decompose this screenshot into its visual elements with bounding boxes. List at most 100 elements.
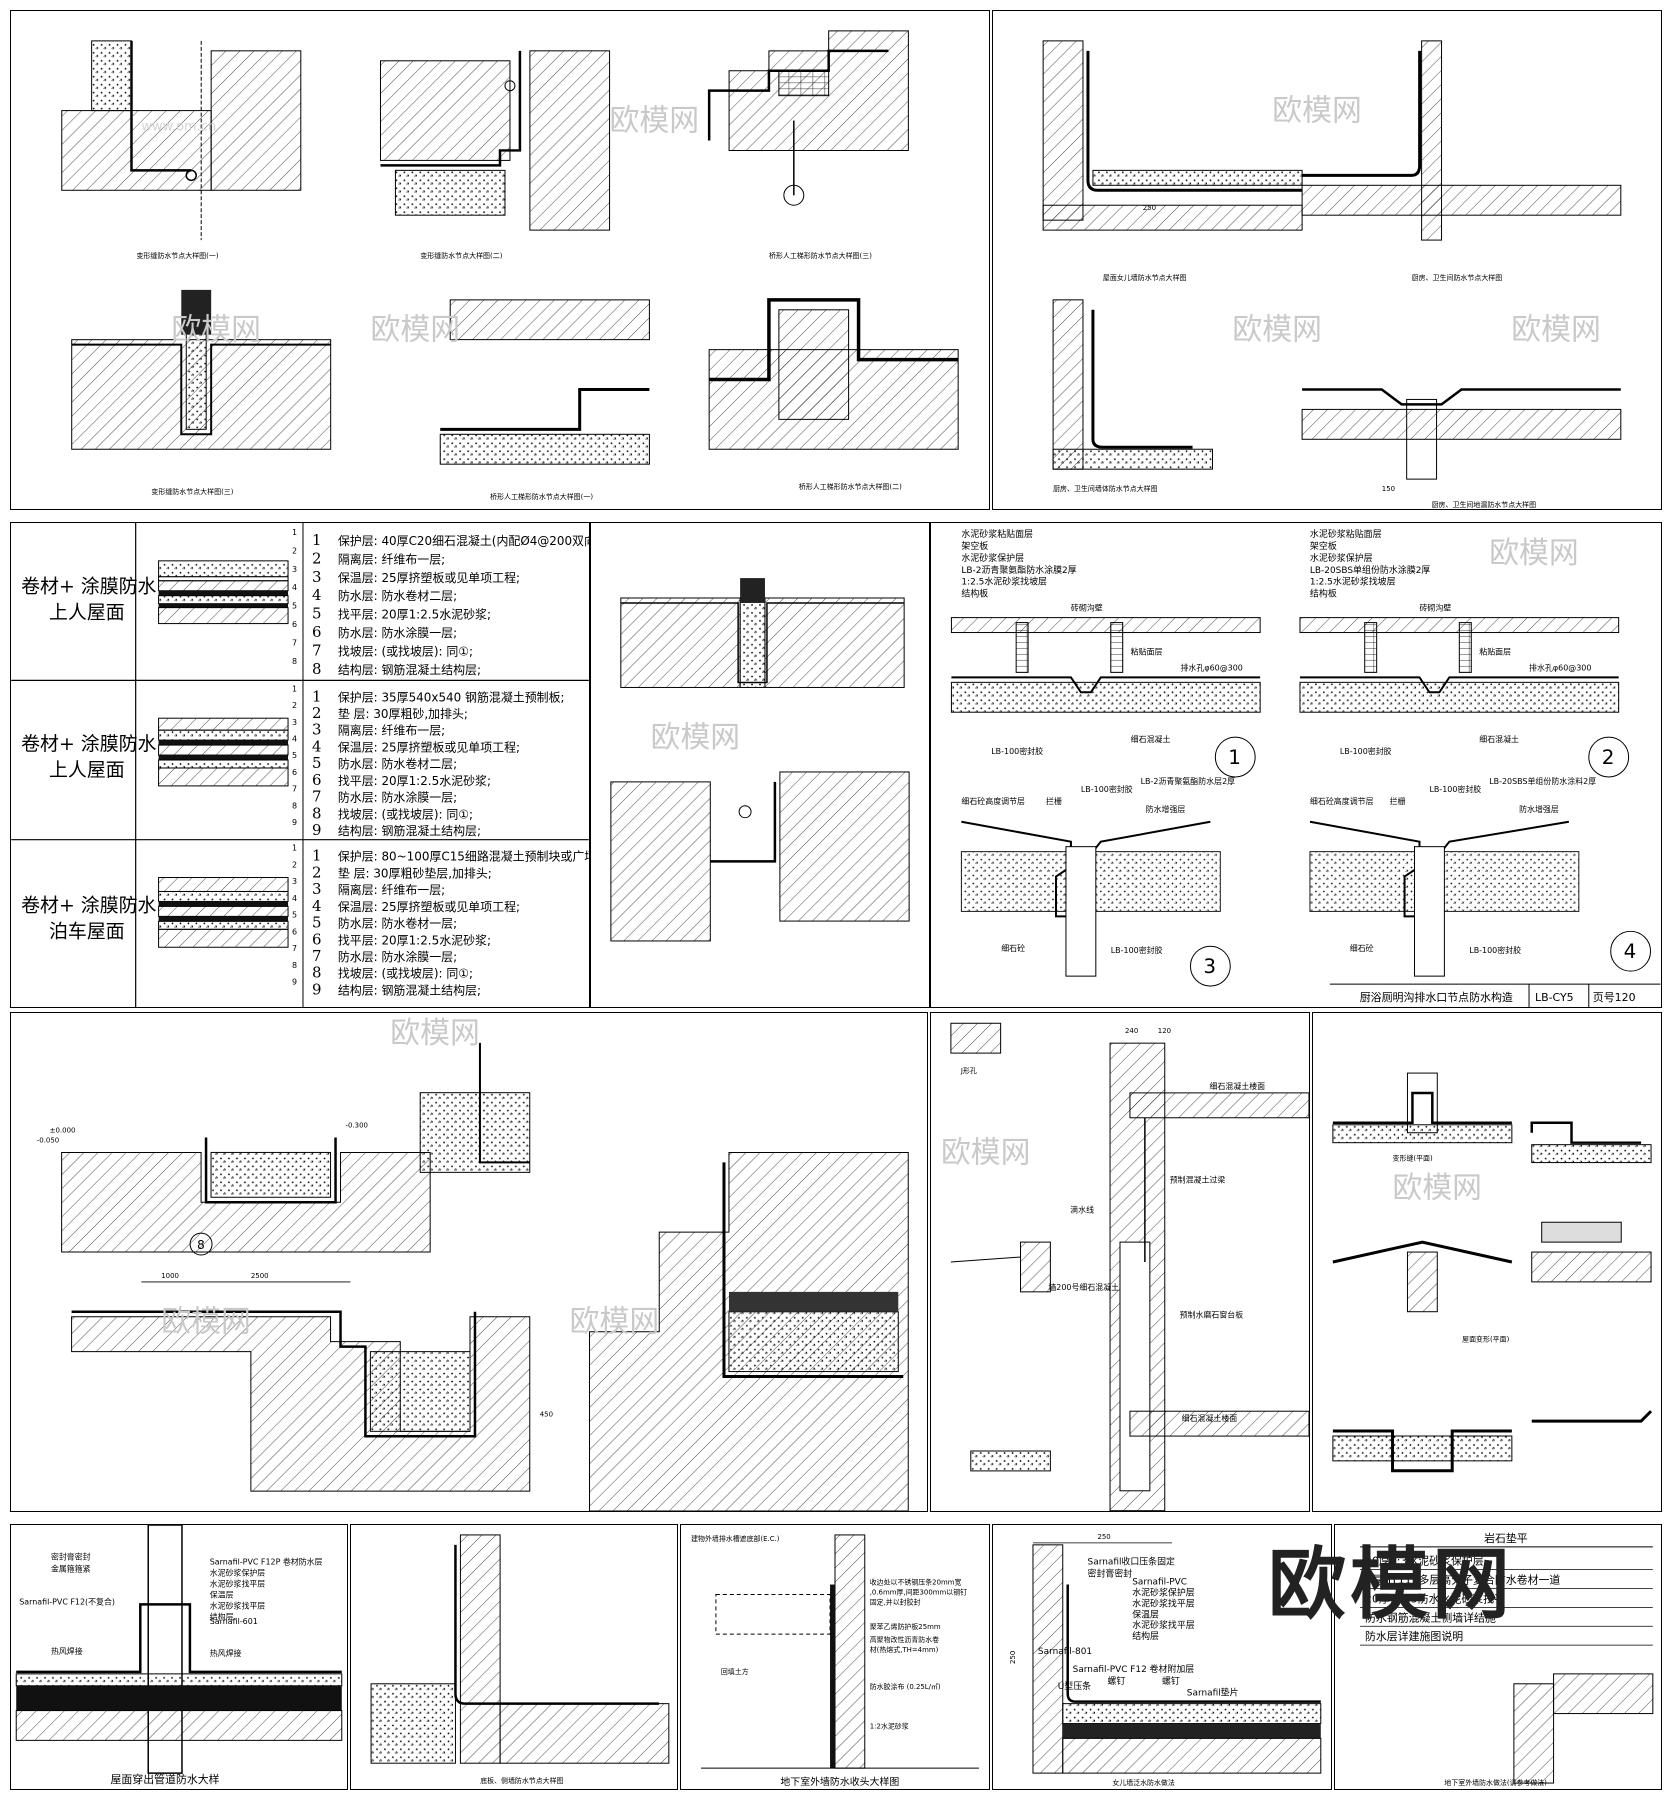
level-2: -0.050	[37, 1136, 59, 1144]
drawing-trench-drain: 水泥砂浆粘贴面层架空板水泥砂浆保护层LB-2沥青聚氨酯防水涂膜2厚1:2.5水泥…	[950, 528, 1661, 1007]
row1-title-a: 卷材+ 涂膜防水	[21, 576, 156, 598]
layer-tag: 7	[292, 638, 297, 647]
callout: 防水增强层	[1519, 804, 1559, 814]
callout: LB-100密封胶	[1429, 784, 1481, 794]
detail-num-2: 2	[1602, 746, 1615, 769]
label-sill-board: 预制水磨石窗台板	[1180, 1310, 1244, 1320]
callout: 细石砼高度调节层	[961, 796, 1025, 806]
drawing-kitchen-bath: 250 屋面女儿墙防水节点大样图 厨房、卫生间防水节点大样图 厨房、卫生间墙体防…	[1042, 40, 1622, 509]
layer-number: 4	[312, 586, 321, 604]
dim-parapet-side: 250	[1009, 1651, 1017, 1664]
layer-number: 6	[312, 771, 321, 789]
layer-number: 3	[312, 568, 321, 586]
panel-roof-drains: 变形缝(平面) 屋面变形(平面) 欧模网	[1312, 1012, 1662, 1512]
parapet-label: 螺钉	[1107, 1676, 1125, 1687]
layer-item: 保护层: 40厚C20细石混凝土(内配Ø4@200双向	[338, 533, 589, 548]
layer-tag: 1	[292, 528, 297, 537]
layer-tag: 6	[292, 620, 297, 629]
basement-label: 1:2水泥砂浆	[870, 1721, 909, 1730]
caption-notes: 地下室外墙防水做法(请参考做法)	[1444, 1778, 1547, 1787]
basement-label: 防水胶涂布 (0.25L/㎡)	[870, 1682, 941, 1691]
callout: 粘贴面层	[1479, 646, 1511, 656]
caption-p1-3: 桥形人工梯形防水节点大样图(三)	[769, 251, 872, 260]
basement-label: 收边处以不锈钢压条20mm宽	[870, 1578, 962, 1587]
layer-tag: 4	[292, 894, 297, 903]
layer-tag: 9	[292, 977, 297, 986]
layer-tag: 7	[292, 785, 297, 794]
layer-item: 防水层: 防水涂膜一层;	[338, 625, 457, 640]
layer-number: 5	[312, 914, 321, 932]
notes-row: 20厚1:3水泥砂浆保护层	[1365, 1554, 1484, 1568]
layer-item: 保温层: 25厚挤塑板或见单项工程;	[338, 739, 520, 754]
trench-label-1: 结构板	[961, 588, 988, 600]
dim-parapet-top: 250	[1097, 1533, 1110, 1541]
layer-item: 隔离层: 纤维布一层;	[338, 882, 445, 897]
layer-number: 1	[312, 847, 321, 865]
row3-title-a: 卷材+ 涂膜防水	[21, 894, 156, 916]
layer-tag: 4	[292, 583, 297, 592]
callout: 拦栅	[1390, 796, 1406, 806]
layer-number: 8	[312, 804, 321, 822]
layer-number: 4	[312, 897, 321, 915]
brand-logo-text: 欧模网	[1268, 1540, 1515, 1630]
caption-p1-1: 变形缝防水节点大样图(一)	[136, 251, 218, 260]
parapet-label: U型压条	[1058, 1680, 1091, 1692]
callout: LB-100密封胶	[991, 746, 1043, 756]
notes-row: 3厚HY115多层高分子复合防水卷材一道	[1365, 1573, 1560, 1587]
row2-layer-section	[158, 717, 289, 787]
trench-label-1: 水泥砂浆粘贴面层	[961, 528, 1033, 540]
panel-pipe-penetration: Sarnafil-PVC F12P 卷材防水层水泥砂浆保护层水泥砂浆找平层保温层…	[10, 1524, 348, 1790]
notes-header: 岩石垫平	[1484, 1531, 1528, 1545]
layer-tag: 8	[292, 961, 297, 970]
panel-kitchen-bath-details: 250 屋面女儿墙防水节点大样图 厨房、卫生间防水节点大样图 厨房、卫生间墙体防…	[992, 10, 1662, 510]
panel5-title: 厨浴厕明沟排水口节点防水构造	[1360, 990, 1513, 1004]
dim-450: 450	[540, 1410, 553, 1418]
pipe-callout: Sarnafil-601	[210, 1617, 258, 1626]
trench-label-2: 水泥砂浆粘贴面层	[1310, 528, 1382, 540]
drawing-wall-joint: 欧模网	[610, 578, 910, 942]
layer-number: 2	[312, 704, 321, 722]
labels-detail-1: 水泥砂浆粘贴面层架空板水泥砂浆保护层LB-2沥青聚氨酯防水涂膜2厚1:2.5水泥…	[961, 528, 1242, 955]
notes-row: 防水钢筋混凝土侧墙详结施	[1365, 1610, 1496, 1624]
pipe-labels: Sarnafil-PVC F12P 卷材防水层水泥砂浆保护层水泥砂浆找平层保温层…	[19, 1552, 322, 1658]
layer-tag: 6	[292, 768, 297, 777]
watermark-p1c: 欧模网	[371, 313, 461, 348]
dim-120: 120	[1158, 1027, 1171, 1035]
notes-row: 防水层详建施图说明	[1365, 1629, 1463, 1643]
caption-pipe: 屋面穿出管道防水大样	[111, 1772, 220, 1786]
p11-title: 建物外墙排水槽遮底部(E.C.)	[691, 1534, 780, 1543]
layer-item: 找平层: 20厚1:2.5水泥砂浆;	[338, 932, 491, 947]
callout: LB-2沥青聚氨酯防水层2厚	[1141, 776, 1236, 786]
layer-number: 6	[312, 623, 321, 641]
layer-item: 保护层: 80~100厚C15细路混凝土预制块或广场砖	[338, 849, 589, 864]
pipe-layer-label: 水泥砂浆保护层	[210, 1568, 266, 1578]
layer-item: 结构层: 钢筋混凝土结构层;	[338, 823, 481, 838]
basement-label: 回填土方	[721, 1667, 749, 1676]
layer-item: 垫 层: 30厚粗砂,加排头;	[338, 706, 468, 721]
basement-label: 材(热熔式,TH=4mm)	[870, 1645, 939, 1654]
callout: 排水孔φ60@300	[1529, 662, 1591, 672]
layer-list: 1 保护层: 40厚C20细石混凝土(内配Ø4@200双向 1 2 隔离层: 纤维布一层…	[292, 528, 589, 999]
caption-p1-4: 变形缝防水节点大样图(三)	[151, 487, 233, 496]
layer-item: 防水层: 防水涂膜一层;	[338, 949, 457, 964]
watermark-p2a: 欧模网	[1272, 94, 1362, 129]
parapet-label: Sarnafil垫片	[1187, 1687, 1239, 1699]
panel-planter-sections: ±0.000 -0.050 -0.300 8 1000 2500 450 欧模网…	[10, 1012, 928, 1512]
caption-p2-3: 厨房、卫生间墙体防水节点大样图	[1053, 484, 1158, 493]
layer-tag: 4	[292, 734, 297, 743]
parapet-label: 密封膏密封	[1088, 1568, 1133, 1580]
parapet-layer: 水泥砂浆找平层	[1132, 1597, 1195, 1609]
callout: 砖砌沟壁	[1419, 603, 1451, 613]
callout: 拦栅	[1046, 796, 1062, 806]
layer-number: 5	[312, 605, 321, 623]
pipe-callout: Sarnafil-PVC F12(不复合)	[19, 1596, 115, 1606]
watermark-p7: 欧模网	[941, 1136, 1030, 1171]
notes-row: 20厚1:2.5防水水泥砂浆找平	[1365, 1591, 1505, 1605]
parapet-layer: Sarnafil-PVC	[1132, 1578, 1187, 1588]
watermark-p1b: 欧模网	[610, 104, 700, 139]
caption-p2-4: 厨房、卫生间地漏防水节点大样图	[1432, 500, 1537, 509]
callout: LB-100密封胶	[1111, 945, 1163, 955]
caption-basement: 地下室外墙防水收头大样图	[780, 1775, 899, 1788]
trench-label-2: 架空板	[1310, 540, 1337, 552]
layer-tag: 5	[292, 602, 297, 611]
